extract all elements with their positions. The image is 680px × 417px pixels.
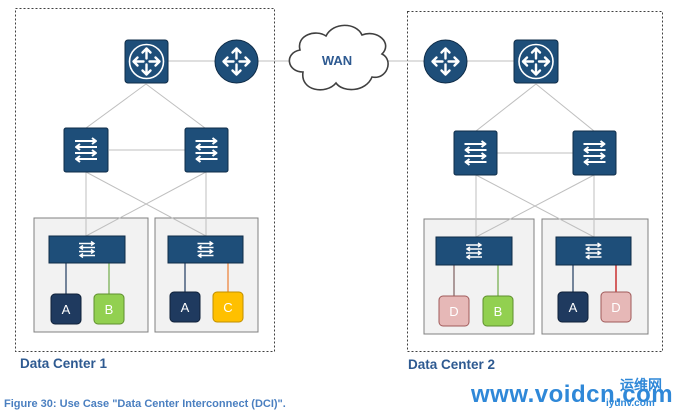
access-switch-dc1-1	[48, 235, 126, 264]
host-links	[65, 263, 617, 296]
spine-switch-body	[184, 127, 229, 173]
data-center-1-label: Data Center 1	[20, 356, 108, 371]
wan-cloud-shape	[288, 24, 389, 91]
spine-switch-body	[63, 127, 109, 173]
wan-label: WAN	[322, 53, 352, 68]
host-label: B	[494, 304, 503, 319]
host-dc1-4: C	[212, 291, 244, 323]
router-dc2-wan	[423, 39, 468, 84]
host-dc2-3: A	[557, 291, 589, 323]
host-label: A	[181, 300, 190, 315]
link-dc2-s2-a1	[475, 174, 595, 238]
watermark-sub1: 运维网	[620, 377, 662, 393]
wan-cloud: WAN	[288, 24, 389, 91]
host-dc1-2: B	[93, 293, 125, 325]
link-dc2-edge-spine1	[475, 83, 537, 132]
host-dc1-3: A	[169, 291, 201, 323]
host-label: A	[62, 302, 71, 317]
host-box	[169, 291, 201, 323]
access-switch-dc1-2	[167, 235, 244, 264]
router-dc1-wan-body	[214, 39, 259, 84]
host-box	[93, 293, 125, 325]
router-dc2-wan-body	[423, 39, 468, 84]
router-dc1-edge-ring	[128, 43, 165, 80]
figure-caption: Figure 30: Use Case "Data Center Interco…	[4, 398, 286, 410]
spine-switch-dc1-2	[184, 127, 229, 173]
watermark-main: www.voidcn.com	[471, 381, 674, 408]
router-dc2-edge	[513, 39, 559, 84]
host-dc2-4: D	[600, 291, 632, 323]
host-label: C	[223, 300, 232, 315]
access-switch-dc2-1	[435, 236, 513, 266]
link-dc1-edge-spine2	[145, 83, 206, 129]
watermark-sub2: iyunv.com	[606, 398, 655, 409]
router-dc1-wan	[214, 39, 259, 84]
access-switch-body	[167, 235, 244, 264]
data-center-2-boundary	[407, 11, 663, 352]
host-label: D	[449, 304, 458, 319]
router-dc2-edge-body	[513, 39, 559, 84]
host-label: B	[105, 302, 114, 317]
access-switch-body	[555, 236, 632, 266]
access-switch-body	[48, 235, 126, 264]
link-dc2-edge-spine2	[535, 83, 595, 132]
spine-switch-dc1-1	[63, 127, 109, 173]
host-box	[50, 293, 82, 325]
spine-switch-body	[572, 130, 617, 176]
host-box	[438, 295, 470, 327]
spine-switch-body	[453, 130, 498, 176]
router-dc1-edge-body	[124, 39, 169, 84]
network-links	[85, 60, 595, 238]
host-box	[212, 291, 244, 323]
host-dc2-2: B	[482, 295, 514, 327]
link-dc1-edge-spine1	[85, 83, 147, 129]
host-box	[600, 291, 632, 323]
host-box	[482, 295, 514, 327]
data-center-2-label: Data Center 2	[408, 357, 495, 372]
host-dc2-1: D	[438, 295, 470, 327]
access-switch-dc2-2	[555, 236, 632, 266]
link-dc1-s2-a1	[85, 171, 207, 237]
data-center-1-boundary	[15, 8, 275, 352]
spine-switch-dc2-2	[572, 130, 617, 176]
router-dc2-edge-ring	[518, 43, 554, 80]
host-label: D	[611, 300, 620, 315]
host-dc1-1: A	[50, 293, 82, 325]
spine-switch-dc2-1	[453, 130, 498, 176]
access-switch-body	[435, 236, 513, 266]
host-label: A	[569, 300, 578, 315]
router-dc1-edge	[124, 39, 169, 84]
host-box	[557, 291, 589, 323]
